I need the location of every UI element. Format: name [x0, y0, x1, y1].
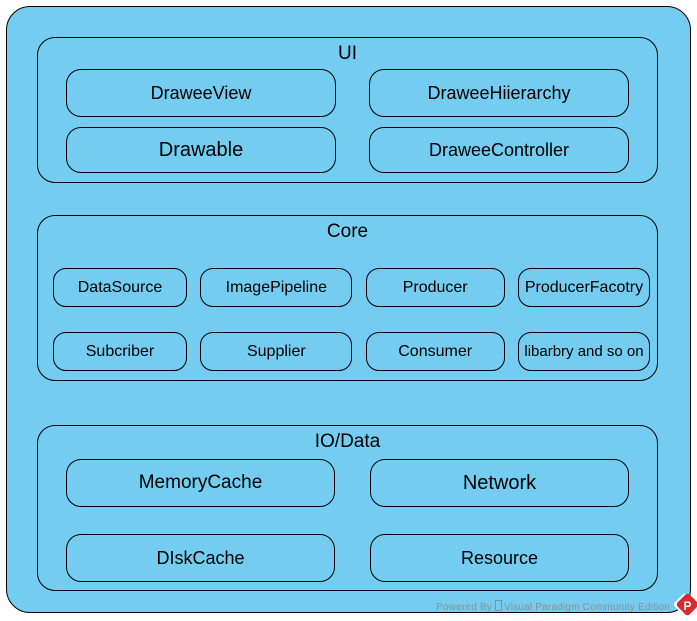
layer-title-io-data: IO/Data — [314, 431, 381, 452]
layer-core: Core DataSource ImagePipeline Producer P… — [37, 215, 658, 381]
node-drawable: Drawable — [66, 127, 336, 173]
node-diskcache: DIskCache — [66, 534, 335, 582]
node-draweecontroller: DraweeController — [369, 127, 629, 173]
node-datasource: DataSource — [53, 268, 187, 307]
node-libarbry-and-so-on: libarbry and so on — [517, 332, 650, 371]
powered-by-text: Powered By — [436, 602, 493, 613]
node-subcriber: Subcriber — [53, 332, 187, 371]
visual-paradigm-logo-icon: P — [674, 592, 697, 619]
node-imagepipeline: ImagePipeline — [200, 268, 353, 307]
layer-io-data: IO/Data MemoryCache Network DIskCache Re… — [37, 425, 658, 591]
core-row-1: DataSource ImagePipeline Producer Produc… — [38, 268, 657, 307]
ui-row-1: DraweeView DraweeHiierarchy — [38, 69, 657, 117]
diagram-root-container: UI DraweeView DraweeHiierarchy Drawable … — [6, 6, 691, 613]
layer-ui: UI DraweeView DraweeHiierarchy Drawable … — [37, 37, 658, 183]
io-row-1: MemoryCache Network — [38, 459, 657, 507]
node-consumer: Consumer — [365, 332, 505, 371]
node-network: Network — [370, 459, 629, 507]
layer-title-ui: UI — [338, 43, 357, 64]
missing-glyph-box — [495, 600, 503, 611]
layer-title-core: Core — [326, 221, 369, 242]
node-draweeview: DraweeView — [66, 69, 336, 117]
node-producer: Producer — [365, 268, 505, 307]
core-row-2: Subcriber Supplier Consumer libarbry and… — [38, 332, 657, 371]
product-name-text: Visual Paradigm Community Edition — [504, 602, 670, 613]
ui-row-2: Drawable DraweeController — [38, 127, 657, 173]
node-resource: Resource — [370, 534, 629, 582]
powered-by-footer: Powered By Visual Paradigm Community Edit… — [436, 600, 670, 613]
node-producerfacotry: ProducerFacotry — [517, 268, 650, 307]
io-row-2: DIskCache Resource — [38, 534, 657, 582]
node-draweehiierarchy: DraweeHiierarchy — [369, 69, 629, 117]
node-memorycache: MemoryCache — [66, 459, 335, 507]
node-supplier: Supplier — [200, 332, 353, 371]
logo-letter: P — [683, 598, 692, 613]
